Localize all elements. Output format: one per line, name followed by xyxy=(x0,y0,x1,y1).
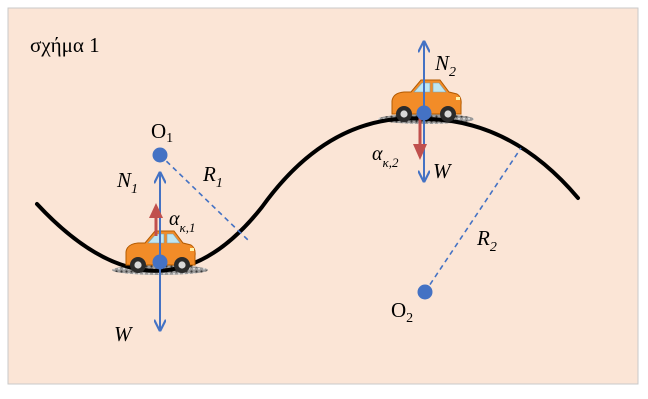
acceleration-arrow-2-head xyxy=(413,144,427,160)
label-r1: R1 xyxy=(202,162,223,191)
car-point-1 xyxy=(152,254,168,270)
acceleration-arrow-1-head xyxy=(149,203,163,218)
label-w2: W xyxy=(433,159,453,183)
center-point-o2 xyxy=(417,284,433,300)
label-o1: O1 xyxy=(151,119,173,146)
car-point-2 xyxy=(416,105,432,121)
radius-line-1 xyxy=(159,154,249,241)
label-o2: O2 xyxy=(391,298,413,326)
figure-title: σχήμα 1 xyxy=(30,33,100,57)
radius-line-2 xyxy=(424,147,522,293)
label-acceleration-2: ακ,2 xyxy=(372,143,399,170)
figure-background xyxy=(7,7,639,385)
label-r2: R2 xyxy=(476,226,497,255)
label-n1: N1 xyxy=(116,168,138,197)
center-point-o1 xyxy=(152,147,168,163)
label-acceleration-1: ακ,1 xyxy=(169,208,196,235)
label-n2: N2 xyxy=(434,51,456,80)
label-w1: W xyxy=(114,322,134,346)
